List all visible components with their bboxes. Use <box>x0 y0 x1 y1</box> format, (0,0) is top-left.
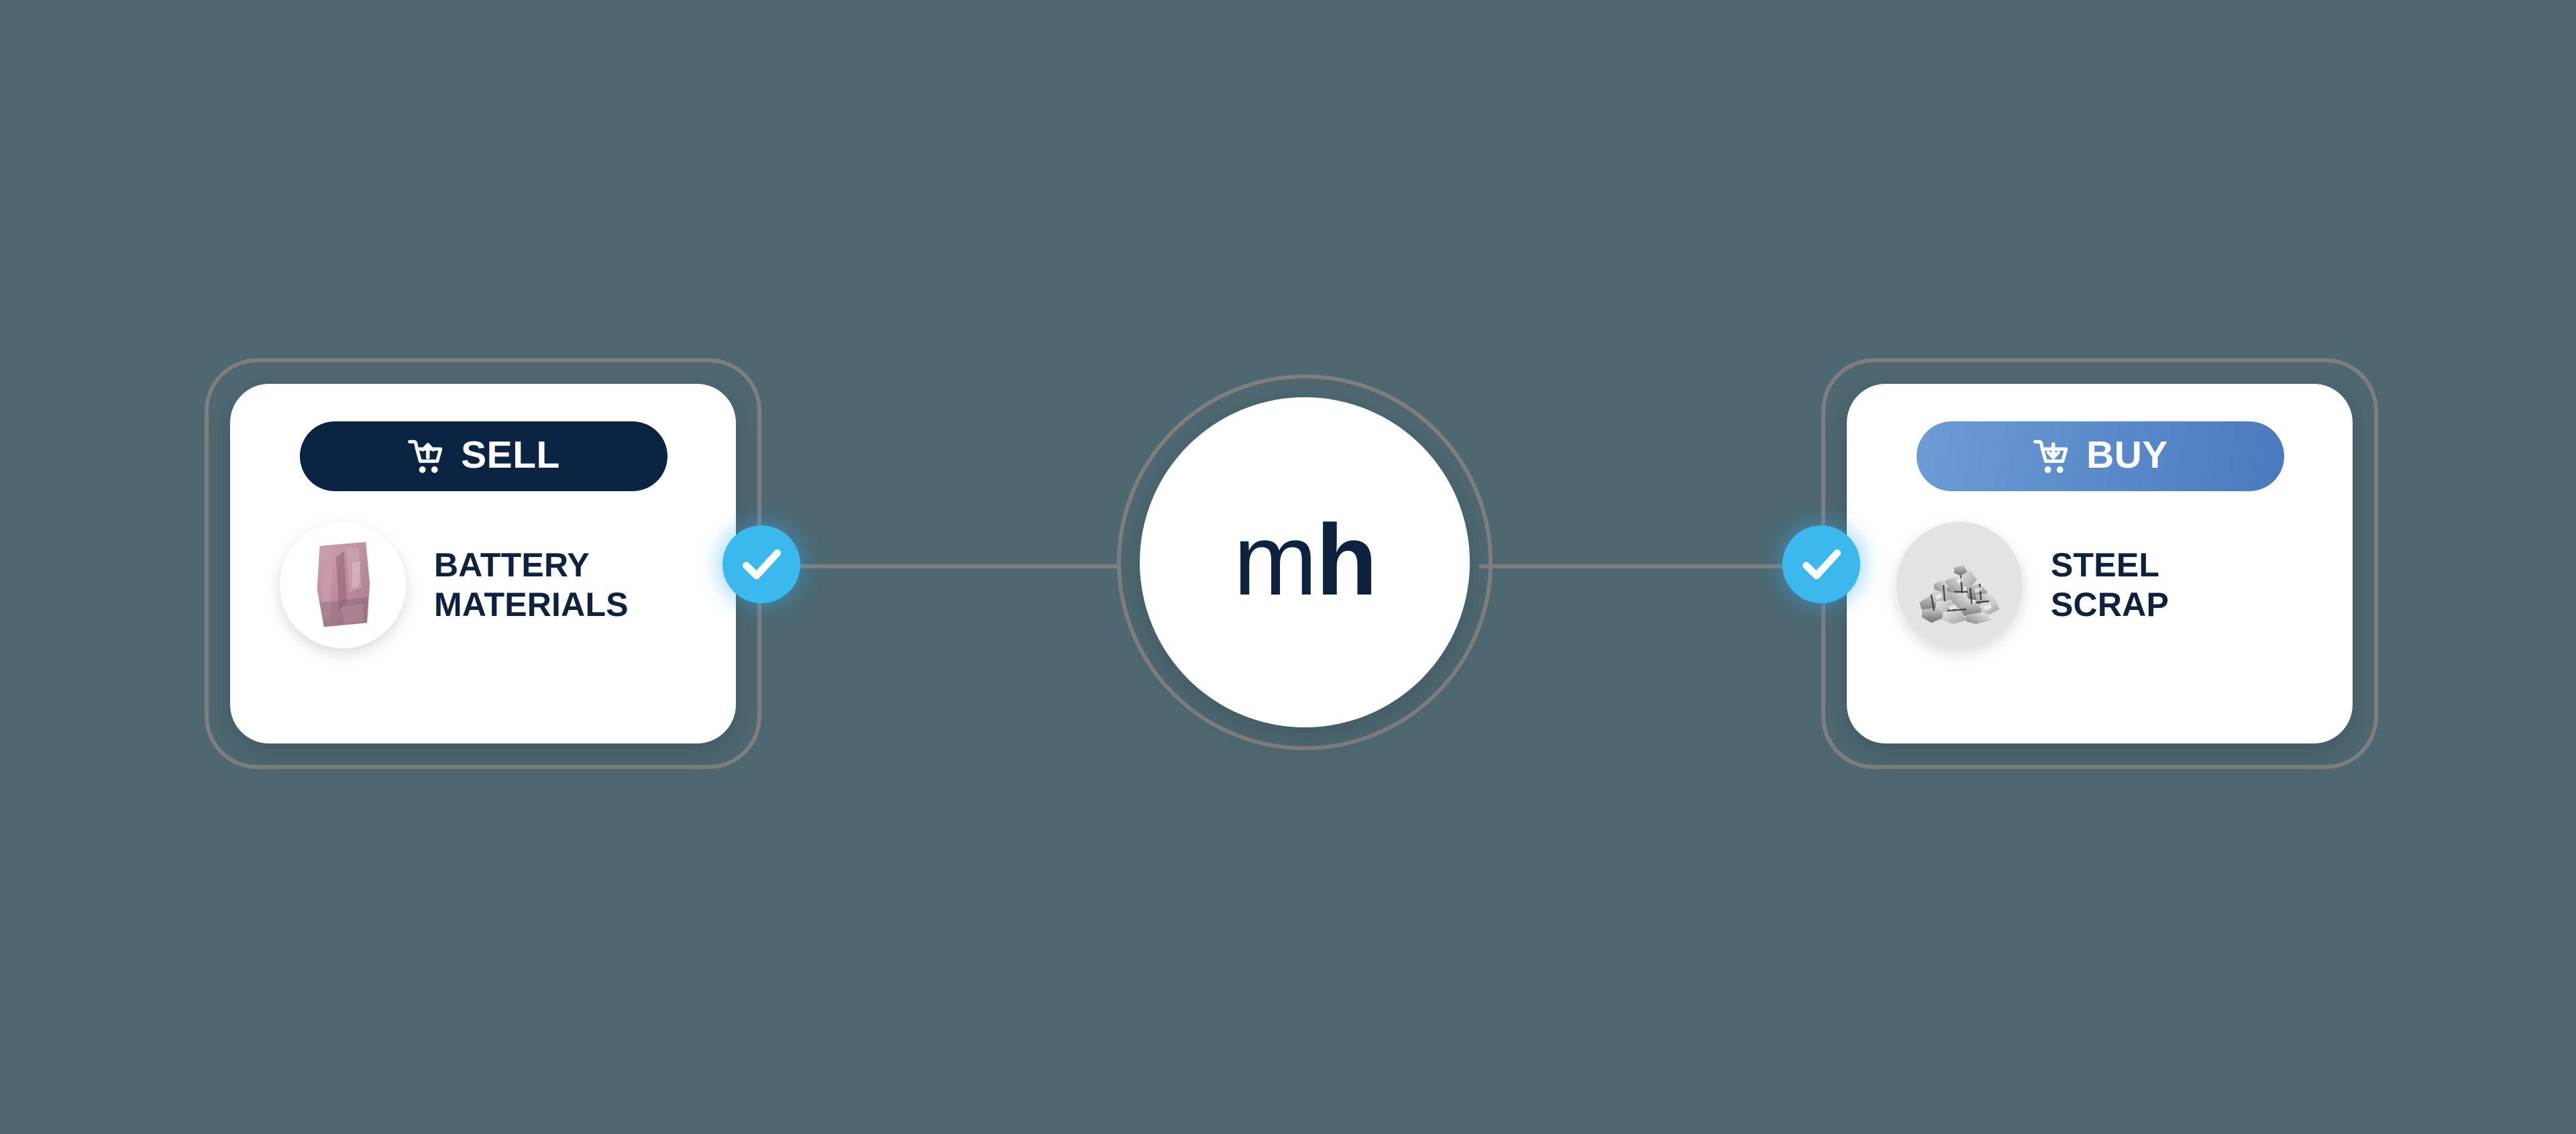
battery-materials-ore-thumbnail <box>280 522 406 648</box>
buy-card[interactable]: BUY <box>1847 384 2353 743</box>
connector-line-hub-to-buy <box>1479 564 1838 568</box>
buy-button-label: BUY <box>2086 433 2168 476</box>
sell-node[interactable]: SELL <box>205 358 761 769</box>
buy-commodity-row: STEEL SCRAP <box>1887 522 2312 648</box>
verified-check-icon <box>737 540 786 588</box>
hub-disc[interactable]: mh <box>1140 397 1470 727</box>
sell-commodity-row: BATTERY MATERIALS <box>270 522 696 648</box>
hub-ring <box>1117 374 1493 750</box>
verified-check-icon <box>1797 540 1845 588</box>
steel-scrap-thumbnail <box>1896 522 2023 648</box>
sell-commodity-name: BATTERY MATERIALS <box>434 546 629 623</box>
sell-button-label: SELL <box>461 433 560 476</box>
cart-down-arrow-icon <box>2033 437 2072 476</box>
cart-up-arrow-icon <box>407 437 446 476</box>
mh-logo-h: h <box>1316 503 1378 616</box>
buy-button[interactable]: BUY <box>1917 421 2284 491</box>
connector-line-sell-to-hub <box>761 564 1120 568</box>
marketplace-hub[interactable]: mh <box>1117 374 1493 750</box>
buy-verified-badge[interactable] <box>1782 525 1860 603</box>
sell-verified-badge[interactable] <box>722 525 800 603</box>
sell-card[interactable]: SELL <box>230 384 736 743</box>
mh-logo: mh <box>1234 509 1378 615</box>
sell-button[interactable]: SELL <box>300 421 667 491</box>
buy-node[interactable]: BUY <box>1821 358 2378 769</box>
buy-commodity-name: STEEL SCRAP <box>2051 546 2169 623</box>
mh-logo-m: m <box>1233 503 1318 616</box>
